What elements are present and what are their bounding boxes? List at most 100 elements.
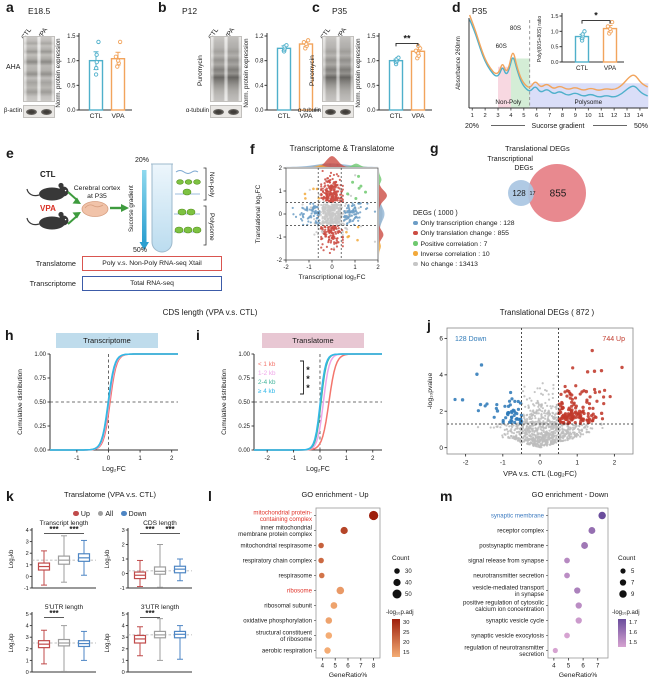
deg-legend-item: Only translation change : 855 [413, 229, 593, 239]
panel-l-label: l [208, 488, 212, 504]
beta-actin-blot-image [23, 105, 55, 118]
venn-left-count: 128 [512, 189, 526, 198]
go-term-label: postsynaptic membrane [479, 543, 544, 550]
svg-text:3: 3 [122, 528, 125, 534]
go-term-label: respirasome [278, 573, 312, 580]
row3-title: CDS length (VPA v.s. CTL) [162, 308, 258, 317]
go-dot [581, 542, 589, 549]
svg-text:1: 1 [122, 658, 125, 664]
panel-d-label: d [452, 0, 461, 15]
60s-peak-label: 60S [496, 43, 507, 50]
svg-text:0.50: 0.50 [34, 400, 46, 406]
svg-text:6: 6 [581, 663, 585, 670]
ctl-group-label: CTL [40, 170, 56, 179]
svg-text:1: 1 [26, 658, 29, 664]
subplot-title: CDS length [143, 520, 177, 527]
sucrose-gradient-label: Sucorse gradient [532, 123, 585, 130]
svg-text:1.00: 1.00 [34, 352, 46, 358]
go-dot [318, 557, 324, 564]
go-dot [336, 586, 345, 595]
panel-h-label: h [5, 327, 14, 343]
legend-dot-icon [97, 510, 104, 516]
legend-dot-icon [413, 220, 418, 225]
svg-text:20: 20 [403, 640, 409, 646]
size-class-legend-item: ≥ 4 kb [258, 388, 276, 395]
panel-m-label: m [440, 488, 453, 504]
significance-marker: * [306, 365, 310, 375]
svg-text:-2: -2 [283, 265, 289, 271]
svg-text:1.5: 1.5 [367, 34, 376, 40]
significance-marker: * [306, 374, 310, 384]
go-term-label: of ribosome [280, 636, 312, 643]
puromycin-label: Puromycin [197, 55, 204, 87]
go-term-label: ribosome [287, 588, 313, 595]
svg-text:0: 0 [439, 445, 443, 452]
transcriptional-degs-label: Transcriptional DEGs [487, 156, 533, 172]
deg-legend-item: Positive correlation : 7 [413, 240, 593, 250]
y-axis-label: Cumulative distribution [17, 369, 24, 435]
svg-text:0.75: 0.75 [34, 376, 46, 382]
svg-text:2: 2 [122, 543, 125, 549]
svg-text:4: 4 [509, 113, 513, 119]
svg-text:0: 0 [26, 670, 29, 676]
svg-text:1: 1 [26, 563, 29, 569]
alpha-tubulin-label: α-tubulin [185, 108, 209, 114]
box [153, 566, 167, 575]
size-class-legend-item: 2-4 kb [258, 379, 276, 386]
svg-text:0.5: 0.5 [551, 45, 559, 51]
x-axis-label: Log₂FC [102, 466, 126, 473]
gradient-arrow-icon [139, 170, 149, 250]
significance-marker: *** [145, 609, 155, 618]
tube-icon [151, 163, 173, 253]
svg-text:6: 6 [535, 113, 538, 119]
svg-text:11: 11 [598, 113, 604, 119]
y-axis-label: -log₁₀pvalue [427, 373, 434, 410]
svg-text:1: 1 [575, 460, 579, 467]
svg-text:5: 5 [567, 663, 571, 670]
svg-text:25: 25 [403, 630, 409, 636]
significance-marker: * [594, 11, 598, 21]
go-up-dotplot: mitochondrial protein-containing complex… [238, 507, 414, 679]
go-term-label: synaptic vesicle exocytosis [471, 633, 544, 640]
go-dot [325, 617, 333, 624]
go-term-label: synaptic membrane [491, 513, 545, 520]
mouse-icon-vpa [26, 211, 69, 230]
significance-marker: *** [49, 525, 59, 534]
svg-text:0.5: 0.5 [67, 83, 76, 89]
nonpoly-bracket [203, 167, 207, 201]
nonpoly-rna-icons [175, 170, 201, 196]
subplot-title: 3'UTR length [141, 604, 180, 611]
cdf-curve [254, 353, 382, 451]
svg-text:7: 7 [631, 581, 635, 587]
svg-text:1.0: 1.0 [367, 59, 376, 65]
svg-text:CTL: CTL [390, 113, 403, 120]
svg-text:VPA: VPA [299, 113, 313, 120]
significance-marker: *** [145, 525, 155, 534]
svg-text:0.0: 0.0 [551, 60, 559, 66]
deg-legend-item: No change : 13413 [413, 260, 593, 270]
arrow-icon [67, 191, 129, 225]
svg-text:0.25: 0.25 [238, 424, 250, 430]
svg-text:1: 1 [122, 557, 125, 563]
puromycin-label: Puromycin [309, 55, 316, 87]
legend-dot-icon [73, 510, 79, 516]
polysome-bracket [203, 205, 207, 246]
go-dot [575, 602, 582, 609]
x-axis-label: GeneRatio% [329, 672, 368, 679]
go-term-label: signal release from synapse [468, 558, 544, 565]
svg-text:0: 0 [122, 670, 125, 676]
svg-text:4: 4 [26, 528, 29, 534]
svg-text:2: 2 [26, 551, 29, 557]
polysome-icons [174, 208, 202, 234]
svg-text:-1: -1 [24, 586, 29, 592]
x-axis-label: GeneRatio% [559, 672, 598, 679]
significance-marker: * [306, 383, 310, 393]
svg-text:CTL: CTL [576, 65, 589, 72]
svg-text:4: 4 [122, 624, 125, 630]
panel-g-label: g [430, 140, 439, 156]
y-axis-label: Log₂bp [9, 633, 15, 653]
